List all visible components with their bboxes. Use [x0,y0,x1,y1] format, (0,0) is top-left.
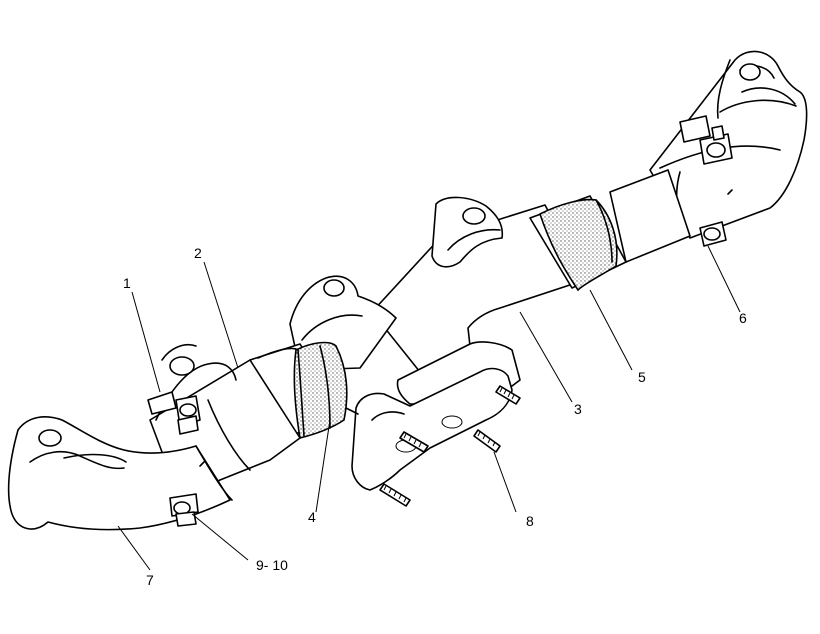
leader-8 [493,451,517,513]
callout-1: 1 [123,275,131,291]
leader-6 [707,245,741,313]
callout-6: 6 [739,310,747,326]
callout-5: 5 [638,369,646,385]
seal-ring-left [249,341,359,439]
leader-2 [203,261,239,369]
clamp-bolt-left-top [147,391,201,435]
stud-upper [495,385,521,405]
leader-3 [519,311,573,403]
callout-8: 8 [526,513,534,529]
outlet-flange [351,367,521,507]
leader-9-10 [191,513,249,561]
stud-lower [379,483,411,507]
callout-4: 4 [308,509,316,525]
clamp-bolt-left-bottom [169,493,199,527]
clamp-bolt-right-top [679,115,733,165]
callout-3: 3 [574,401,582,417]
stud-left [399,431,429,453]
leader-5 [589,289,633,371]
seal-ring-right [529,195,627,292]
clamp-bolt-right-bottom [699,221,727,247]
leader-4 [315,419,331,513]
leader-lines [117,245,741,571]
callout-7: 7 [146,572,154,588]
stud-middle [473,429,501,453]
callout-9-10: 9- 10 [256,557,288,573]
callout-2: 2 [194,245,202,261]
leader-1 [131,291,161,393]
leader-7 [117,525,151,571]
